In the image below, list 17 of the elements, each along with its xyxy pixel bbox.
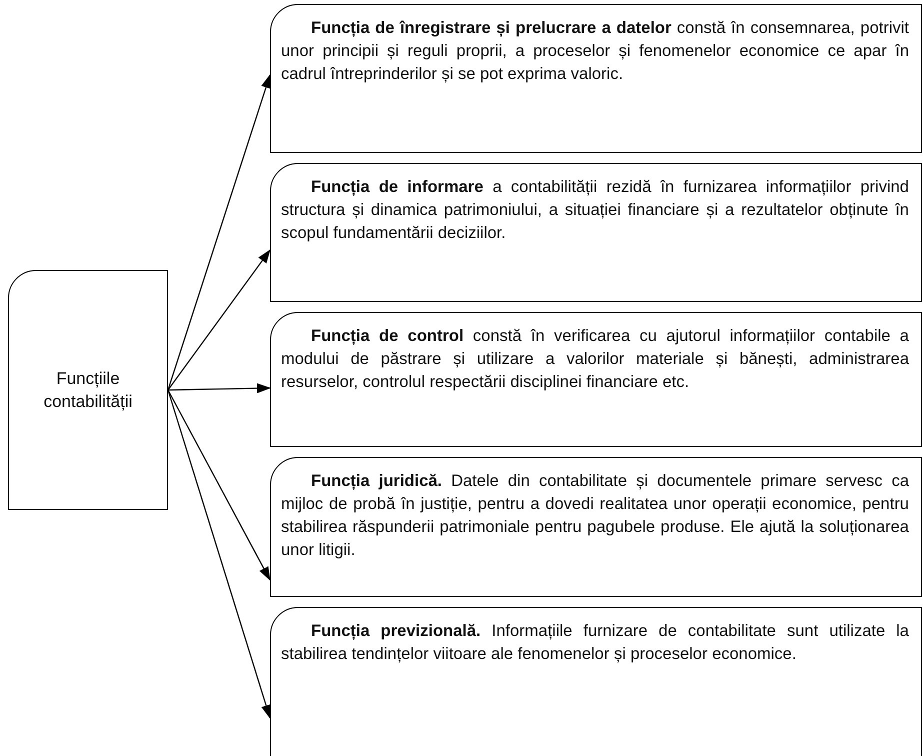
arrow: [167, 74, 271, 390]
arrow: [167, 390, 271, 719]
description-box: [270, 163, 922, 302]
description-box: [270, 4, 922, 153]
description-box: [270, 457, 922, 597]
arrow: [167, 390, 271, 581]
description-text: Funcția de control constă în verificarea cu ajutorul informațiilor contabile a modului de păstrare și utilizare a valorilor materiale și bănești, administrarea resurselor, controlul respectării disciplinei financiare etc.: [281, 326, 909, 393]
arrow: [168, 383, 271, 394]
description-text: Funcția previzională. Informațiile furnizare de contabilitate sunt utilizate la stabilirea tendințelor viitoare ale fenomenelor și proceselor economice.: [281, 621, 909, 665]
description-box: [270, 607, 922, 756]
title-box: [8, 270, 168, 510]
description-box: [270, 312, 922, 447]
box-title: Funcțiile contabilității: [42, 368, 134, 413]
description-text: Funcția de înregistrare și prelucrare a datelor constă în consemnarea, potrivit unor principii și reguli proprii, a proceselor și fenomenelor economice ce apar în cadrul întreprinderilor și se pot exprima valoric.: [281, 18, 909, 85]
description-text: Funcția de informare a contabilității rezidă în furnizarea informațiilor privind structura și dinamica patrimoniului, a situației financiare și a rezultatelor obținute în scopul fundamentării deciziilor.: [281, 177, 909, 244]
arrow: [168, 249, 271, 390]
description-text: Funcția juridică. Datele din contabilitate și documentele primare servesc ca mijloc de probă în justiție, pentru a dovedi realitatea unor operații economice, pentru stabilirea răspunderii patrimoniale pentru pagubele produse. Ele ajută la soluționarea unor litigii.: [281, 471, 909, 561]
